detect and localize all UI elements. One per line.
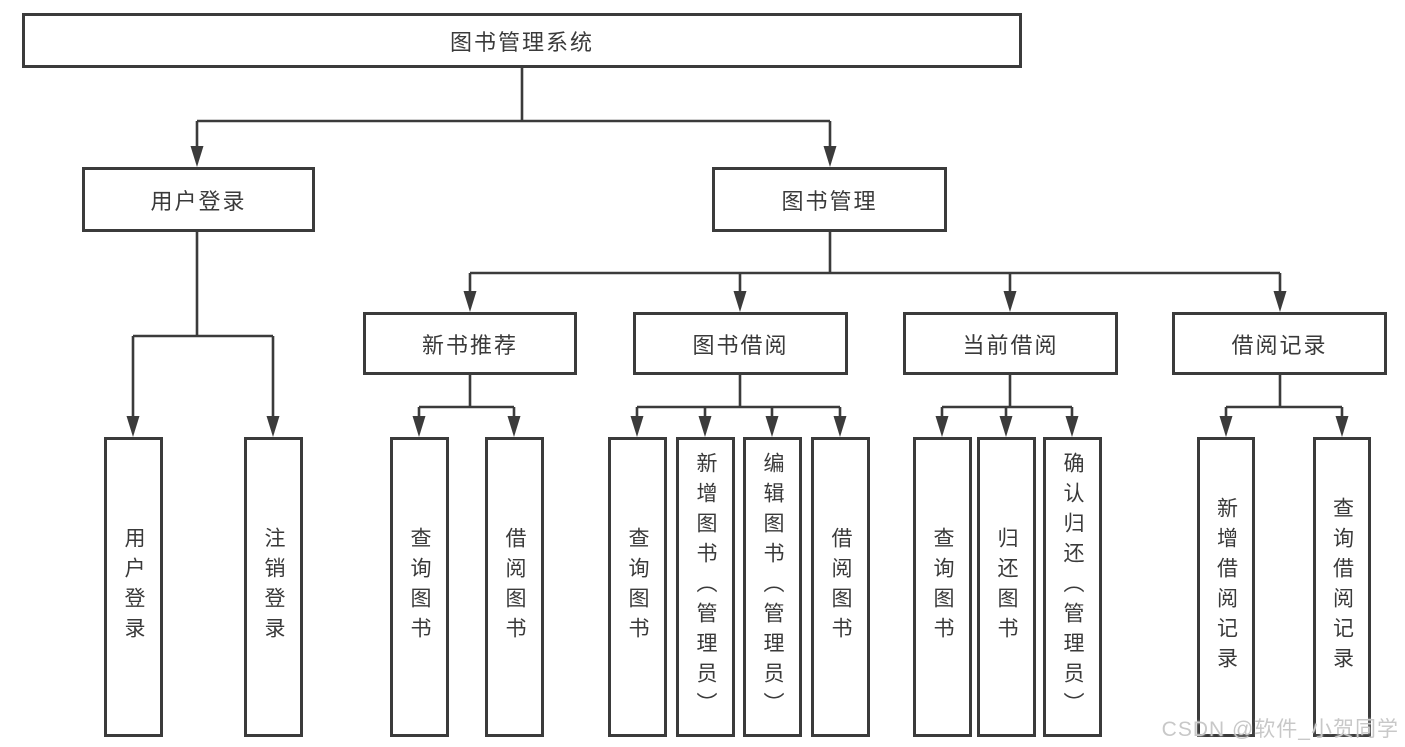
connector-login-to-leaves (126, 232, 280, 437)
node-new-book-recommend: 新书推荐 (363, 312, 577, 375)
connector-records-to-leaves (1219, 375, 1349, 437)
csdn-watermark: CSDN @软件_小贺同学 (1161, 718, 1399, 741)
leaf-query-borrow-record: 查询借阅记录 (1313, 437, 1371, 737)
leaf-edit-book-admin: 编辑图书（管理员） (743, 437, 802, 737)
leaf-add-borrow-record: 新增借阅记录 (1197, 437, 1255, 737)
leaf-borrow-books-2: 借阅图书 (811, 437, 870, 737)
node-book-management: 图书管理 (712, 167, 947, 232)
connector-borrow-to-leaves (630, 375, 847, 437)
node-user-login: 用户登录 (82, 167, 315, 232)
leaf-logout: 注销登录 (244, 437, 303, 737)
leaf-return-book: 归还图书 (977, 437, 1036, 737)
node-root-system: 图书管理系统 (22, 13, 1022, 68)
leaf-query-books-2: 查询图书 (608, 437, 667, 737)
node-current-borrow: 当前借阅 (903, 312, 1118, 375)
node-book-borrow: 图书借阅 (633, 312, 848, 375)
leaf-add-book-admin: 新增图书（管理员） (676, 437, 735, 737)
connector-root-to-level2 (190, 68, 837, 167)
leaf-confirm-return-admin: 确认归还（管理员） (1043, 437, 1102, 737)
node-borrow-records: 借阅记录 (1172, 312, 1387, 375)
leaf-query-books: 查询图书 (390, 437, 449, 737)
leaf-query-books-3: 查询图书 (913, 437, 972, 737)
connector-current-to-leaves (935, 375, 1079, 437)
connector-management-to-level3 (463, 232, 1287, 312)
leaf-borrow-books: 借阅图书 (485, 437, 544, 737)
connector-recommend-to-leaves (412, 375, 521, 437)
leaf-user-login: 用户登录 (104, 437, 163, 737)
